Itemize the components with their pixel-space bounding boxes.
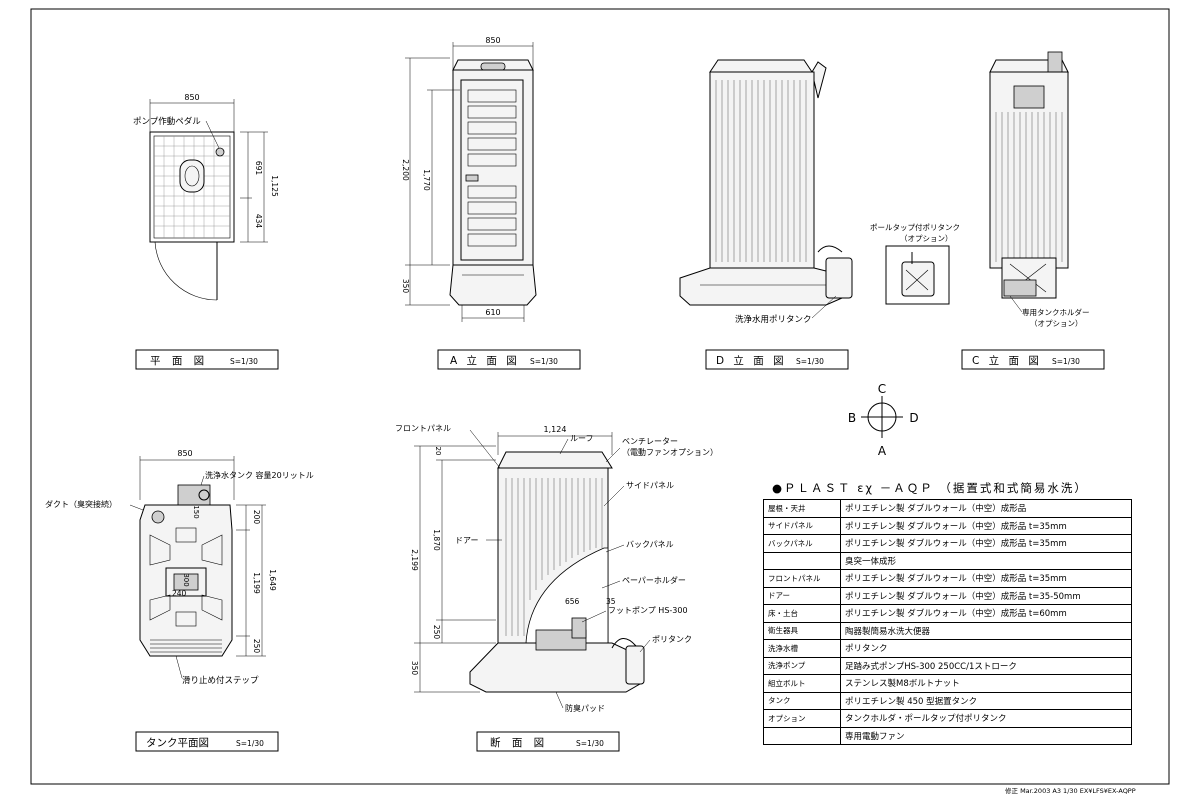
section-dim-1870: 1,870 [432, 529, 441, 551]
plan-width: 850 [184, 93, 199, 102]
door-label: ドアー [455, 536, 479, 545]
table-row: タンクポリエチレン製 450 型据置タンク [763, 691, 1132, 710]
revision-note: 修正 Mar.2003 A3 1/30 EX¥LFS¥EX-AQPP [1005, 787, 1136, 795]
table-row: 臭突一体成形 [763, 551, 1132, 570]
c-title: C 立 面 図 [972, 354, 1042, 367]
back-panel-label: バックパネル [626, 540, 674, 549]
spec-title: ●ＰＬＡＳＴ εχ －ＡＱＰ （据置式和式簡易水洗） [772, 481, 1088, 495]
plan-scale: S=1/30 [230, 357, 258, 366]
tank-dim-1199: 1,199 [252, 572, 261, 594]
tank-dim-150: 150 [192, 505, 200, 518]
tank-plan-view: 850 洗浄水タンク 容量20リットル ダクト（臭突接続） 滑り止め付ステップ … [45, 449, 314, 686]
table-row: 洗浄ポンプ足踏み式ポンプHS-300 250CC/1ストローク [763, 656, 1132, 675]
table-row: 屋根・天井ポリエチレン製 ダブルウォール（中空）成形品 [763, 499, 1132, 518]
table-row: サイドパネルポリエチレン製 ダブルウォール（中空）成形品 t=35mm [763, 516, 1132, 535]
direction-compass: C A B D [848, 382, 919, 458]
plan-dim-1125: 1,125 [270, 175, 279, 197]
table-row: フロントパネルポリエチレン製 ダブルウォール（中空）成形品 t=35mm [763, 569, 1132, 588]
pole-tank-option: ポールタップ付ポリタンク （オプション） [870, 222, 960, 305]
compass-c: C [878, 382, 886, 396]
section-dim-350: 350 [410, 661, 419, 676]
pedal-label: ポンプ作動ペダル [133, 116, 201, 127]
tank-dim-200: 200 [252, 510, 261, 525]
front-panel-label: フロントパネル [395, 424, 451, 433]
section-dim-250: 250 [432, 625, 441, 640]
compass-b: B [848, 411, 856, 425]
compass-d: D [909, 411, 918, 425]
spec-table: 屋根・天井ポリエチレン製 ダブルウォール（中空）成形品 サイドパネルポリエチレン… [763, 499, 1132, 745]
a-base-width: 610 [485, 308, 500, 317]
plan-title: 平 面 図 [150, 355, 208, 367]
sheet-border [30, 8, 1170, 785]
ventilator-label: ベンチレーター [622, 437, 678, 446]
side-panel-label: サイドパネル [626, 481, 674, 490]
plan-view: 850 ポンプ作動ペダル 691 1,125 434 [133, 93, 279, 301]
table-row: 専用電動ファン [763, 726, 1132, 745]
paper-holder-label: ペーパーホルダー [622, 575, 686, 585]
section-dim-2199: 2,199 [410, 549, 419, 571]
plan-dim-434: 434 [254, 214, 263, 229]
c-holder-option: （オプション） [1030, 319, 1083, 328]
a-dim-350: 350 [401, 279, 410, 294]
a-title: A 立 面 図 [450, 354, 520, 367]
foot-pump-label: フットポンプ HS-300 [608, 606, 688, 615]
tank-dim-300: 300 [182, 573, 190, 586]
tank-plan-width: 850 [177, 449, 192, 458]
table-row: 洗浄水槽ポリタンク [763, 639, 1132, 658]
ventilator-option: （電動ファンオプション） [622, 448, 718, 457]
section-dim-20: 20 [434, 447, 442, 456]
section-width: 1,124 [544, 425, 567, 434]
d-elevation: 洗浄水用ポリタンク [679, 59, 853, 325]
a-elevation: 850 2,200 1,770 350 610 [401, 36, 537, 322]
tank-dim-240: 240 [172, 589, 187, 598]
poly-tank-label: ポリタンク [652, 635, 692, 644]
step-label: 滑り止め付ステップ [182, 675, 259, 686]
section-dim-35: 35 [606, 597, 616, 606]
pad-label: 防臭パッド [565, 703, 605, 713]
section-scale: S=1/30 [576, 739, 604, 748]
section-dim-656: 656 [565, 597, 580, 606]
table-row: オプションタンクホルダ・ポールタップ付ポリタンク [763, 709, 1132, 728]
d-title: D 立 面 図 [716, 354, 787, 367]
compass-a: A [878, 444, 887, 458]
section-title: 断 面 図 [490, 736, 548, 749]
table-row: 衛生器具陶器製簡易水洗大便器 [763, 621, 1132, 640]
pole-tank-option: （オプション） [900, 234, 953, 243]
plan-dim-691: 691 [254, 161, 263, 176]
table-row: 床・土台ポリエチレン製 ダブルウォール（中空）成形品 t=60mm [763, 604, 1132, 623]
roof-label: ルーフ [570, 434, 594, 443]
duct-label: ダクト（臭突接続） [45, 499, 117, 509]
d-scale: S=1/30 [796, 357, 824, 366]
a-width: 850 [485, 36, 500, 45]
c-scale: S=1/30 [1052, 357, 1080, 366]
tank-dim-250: 250 [252, 639, 261, 654]
d-tank-label: 洗浄水用ポリタンク [735, 314, 812, 325]
section-view: 1,124 フロントパネル ルーフ ベンチレーター （電動ファンオプション） サ… [395, 424, 718, 713]
c-elevation: 専用タンクホルダー （オプション） [989, 51, 1090, 328]
view-titles-bottom: タンク平面図 S=1/30 断 面 図 S=1/30 [135, 731, 620, 752]
view-titles-top: 平 面 図 S=1/30 A 立 面 図 S=1/30 D 立 面 図 S=1/… [135, 349, 1105, 370]
a-scale: S=1/30 [530, 357, 558, 366]
table-row: 組立ボルトステンレス製M8ボルトナット [763, 674, 1132, 693]
tank-plan-scale: S=1/30 [236, 739, 264, 748]
tank-plan-title: タンク平面図 [146, 737, 209, 749]
tank-label: 洗浄水タンク 容量20リットル [205, 470, 314, 480]
a-dim-2200: 2,200 [401, 159, 410, 181]
table-row: バックパネルポリエチレン製 ダブルウォール（中空）成形品 t=35mm [763, 534, 1132, 553]
table-row: ドアーポリエチレン製 ダブルウォール（中空）成形品 t=35-50mm [763, 586, 1132, 605]
a-dim-1770: 1,770 [422, 169, 431, 191]
pole-tank-label: ポールタップ付ポリタンク [870, 222, 960, 232]
tank-dim-1649: 1,649 [268, 569, 277, 591]
c-holder-label: 専用タンクホルダー [1022, 307, 1090, 317]
